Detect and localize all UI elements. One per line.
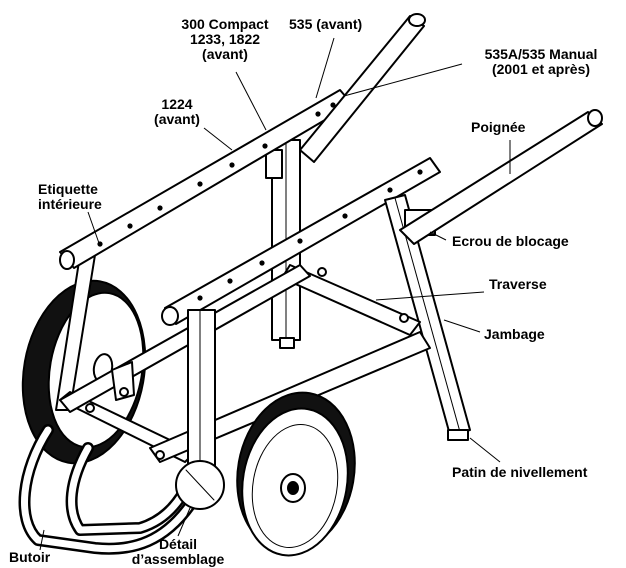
right-wheel — [236, 391, 356, 557]
label-detail-assemblage: Détail d’assemblage — [131, 536, 225, 567]
upper-handle-tube — [299, 13, 426, 163]
label-535a-manual: 535A/535 Manual (2001 et après) — [484, 46, 598, 77]
label-300-compact: 300 Compact 1233, 1822 (avant) — [181, 16, 269, 62]
label-butoir: Butoir — [9, 549, 51, 565]
label-1224: 1224 (avant) — [154, 96, 200, 127]
label-ecrou-de-blocage: Ecrou de blocage — [452, 233, 569, 249]
axle-bracket — [111, 361, 135, 401]
assembly-detail-circle — [175, 460, 225, 510]
handle — [399, 109, 603, 245]
label-535-avant: 535 (avant) — [289, 16, 363, 32]
bumper — [18, 424, 206, 555]
label-patin-de-nivellement: Patin de nivellement — [452, 464, 588, 480]
label-poignee: Poignée — [471, 119, 526, 135]
lower-rail — [161, 157, 441, 326]
leader-lines — [39, 37, 511, 551]
label-traverse: Traverse — [489, 276, 547, 292]
label-etiquette: Etiquette intérieure — [38, 181, 102, 212]
label-jambage: Jambage — [484, 326, 545, 342]
